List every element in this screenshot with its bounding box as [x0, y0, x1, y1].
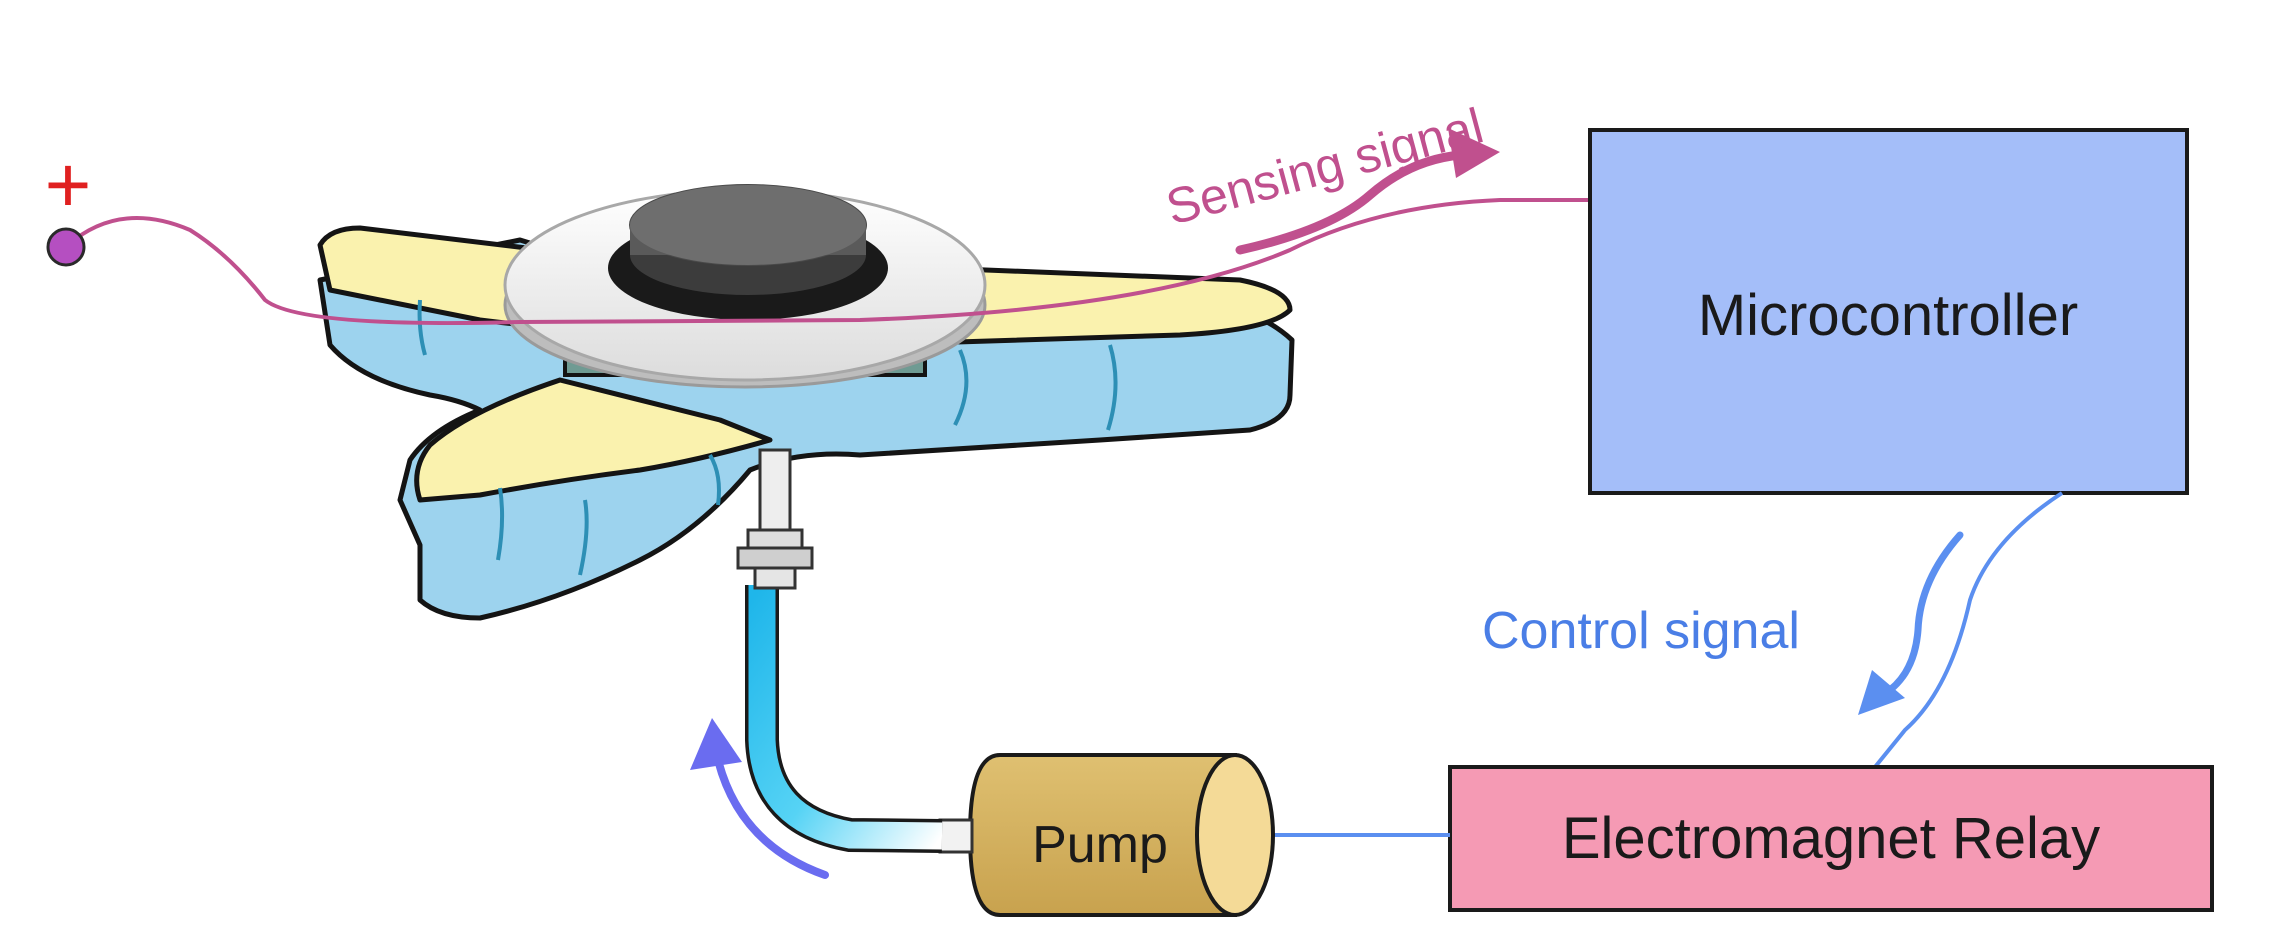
tube-connector	[736, 448, 814, 590]
electromagnet-relay-label: Electromagnet Relay	[1562, 806, 2100, 871]
sensor-disc	[503, 184, 987, 389]
flow-arrow	[714, 756, 829, 879]
chamber-seams	[417, 299, 1118, 576]
terminal-dot	[46, 227, 86, 267]
control-signal-arrow	[1886, 531, 1964, 694]
pump-end-cap	[1195, 753, 1275, 917]
sensing-wire	[66, 198, 1590, 326]
electromagnet-relay-box: Electromagnet Relay	[1448, 765, 2214, 912]
control-wire	[1873, 491, 2064, 769]
sensing-signal-arrow	[1235, 150, 1465, 255]
control-signal-label: Control signal	[1482, 602, 1800, 660]
terminal-plus-symbol: +	[45, 140, 92, 229]
sensing-signal-label: Sensing signal	[1160, 97, 1489, 235]
actuator-top-lower-arm	[414, 377, 773, 503]
air-tube	[745, 585, 943, 853]
pump-label: Pump	[1032, 816, 1168, 874]
sensing-arrow-head-icon	[1448, 128, 1500, 178]
pump: Pump	[938, 753, 1275, 917]
control-arrow-head-icon	[1858, 670, 1905, 715]
flow-arrow-head-icon	[690, 718, 742, 770]
microcontroller-box: Microcontroller	[1588, 128, 2189, 495]
microcontroller-label: Microcontroller	[1698, 283, 2078, 348]
